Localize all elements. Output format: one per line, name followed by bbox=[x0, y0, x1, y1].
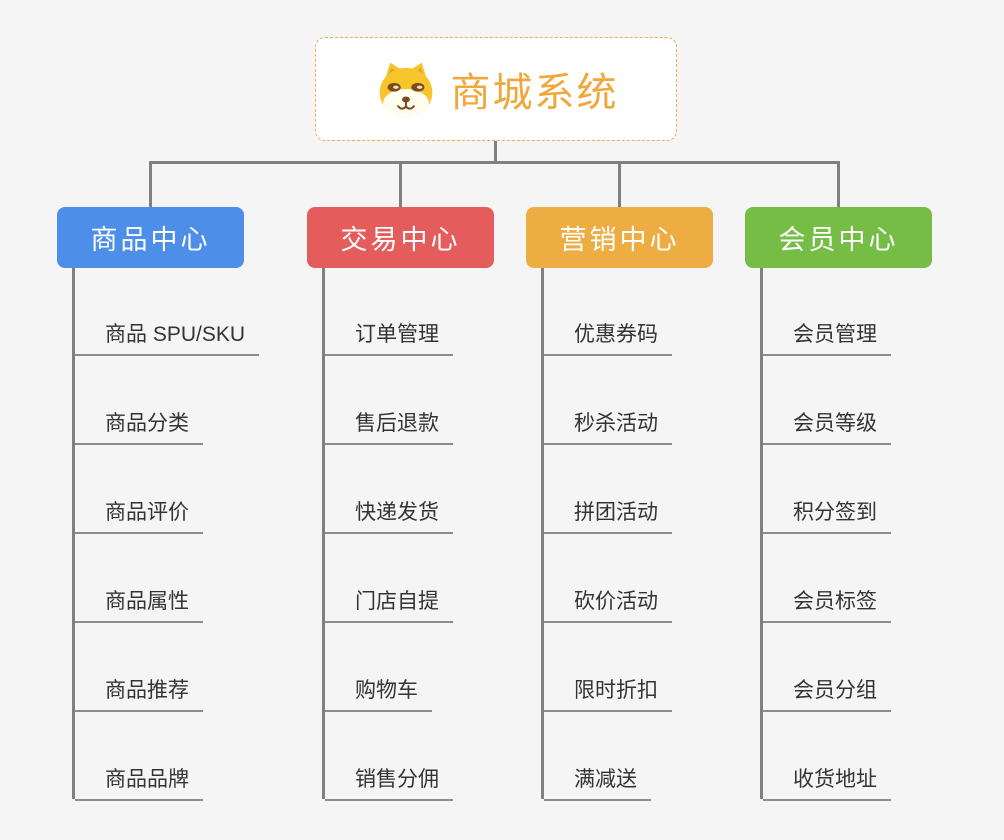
root-title: 商城系统 bbox=[450, 71, 619, 115]
leaf-row: 商品分类 bbox=[75, 354, 244, 445]
leaf-row: 销售分佣 bbox=[325, 710, 494, 801]
root-node[interactable]: 商城系统 bbox=[315, 37, 677, 141]
leaf-node[interactable]: 拼团活动 bbox=[544, 496, 672, 534]
leaf-node[interactable]: 商品品牌 bbox=[75, 763, 203, 801]
leaf-row: 商品品牌 bbox=[75, 710, 244, 801]
leaf-row: 砍价活动 bbox=[544, 532, 713, 623]
leaf-row: 商品评价 bbox=[75, 443, 244, 534]
leaf-node[interactable]: 销售分佣 bbox=[325, 763, 453, 801]
connector-drop-product bbox=[149, 161, 152, 207]
leaf-node[interactable]: 收货地址 bbox=[763, 763, 891, 801]
leaf-node[interactable]: 商品属性 bbox=[75, 585, 203, 623]
leaf-row: 门店自提 bbox=[325, 532, 494, 623]
leaf-row: 秒杀活动 bbox=[544, 354, 713, 445]
leaf-row: 收货地址 bbox=[763, 710, 932, 801]
leaf-row: 会员分组 bbox=[763, 621, 932, 712]
leaf-node[interactable]: 快递发货 bbox=[325, 496, 453, 534]
leaf-node[interactable]: 积分签到 bbox=[763, 496, 891, 534]
connector-root-trunk bbox=[494, 141, 497, 164]
leaf-node[interactable]: 门店自提 bbox=[325, 585, 453, 623]
branch-trade-center: 交易中心 订单管理 售后退款 快递发货 门店自提 购物车 销售分佣 bbox=[307, 207, 494, 801]
branch-node-member-center[interactable]: 会员中心 bbox=[745, 207, 932, 268]
leaf-node[interactable]: 商品推荐 bbox=[75, 674, 203, 712]
leaf-row: 积分签到 bbox=[763, 443, 932, 534]
connector-drop-member bbox=[837, 161, 840, 207]
leaf-node[interactable]: 限时折扣 bbox=[544, 674, 672, 712]
dog-icon bbox=[374, 60, 438, 118]
branch-member-center: 会员中心 会员管理 会员等级 积分签到 会员标签 会员分组 收货地址 bbox=[745, 207, 932, 801]
leaf-node[interactable]: 商品分类 bbox=[75, 407, 203, 445]
leaf-node[interactable]: 优惠券码 bbox=[544, 318, 672, 356]
branch-label: 会员中心 bbox=[778, 225, 899, 255]
branch-label: 营销中心 bbox=[559, 225, 680, 255]
leaf-row: 限时折扣 bbox=[544, 621, 713, 712]
branch-node-trade-center[interactable]: 交易中心 bbox=[307, 207, 494, 268]
branch-label: 交易中心 bbox=[340, 225, 461, 255]
leaf-node[interactable]: 秒杀活动 bbox=[544, 407, 672, 445]
leaf-node[interactable]: 满减送 bbox=[544, 763, 651, 801]
leaf-node[interactable]: 砍价活动 bbox=[544, 585, 672, 623]
leaf-row: 满减送 bbox=[544, 710, 713, 801]
leaf-row: 会员管理 bbox=[763, 268, 932, 356]
branch-children: 会员管理 会员等级 积分签到 会员标签 会员分组 收货地址 bbox=[760, 268, 932, 801]
leaf-row: 快递发货 bbox=[325, 443, 494, 534]
leaf-node[interactable]: 售后退款 bbox=[325, 407, 453, 445]
branch-node-product-center[interactable]: 商品中心 bbox=[57, 207, 244, 268]
leaf-node[interactable]: 商品评价 bbox=[75, 496, 203, 534]
leaf-row: 购物车 bbox=[325, 621, 494, 712]
branch-children: 订单管理 售后退款 快递发货 门店自提 购物车 销售分佣 bbox=[322, 268, 494, 801]
branch-label: 商品中心 bbox=[90, 225, 211, 255]
leaf-row: 商品 SPU/SKU bbox=[75, 268, 260, 356]
leaf-node[interactable]: 会员等级 bbox=[763, 407, 891, 445]
leaf-row: 优惠券码 bbox=[544, 268, 713, 356]
leaf-node[interactable]: 商品 SPU/SKU bbox=[75, 318, 260, 356]
connector-drop-trade bbox=[399, 161, 402, 207]
leaf-node[interactable]: 购物车 bbox=[325, 674, 432, 712]
branch-node-marketing-center[interactable]: 营销中心 bbox=[526, 207, 713, 268]
leaf-row: 商品属性 bbox=[75, 532, 244, 623]
leaf-node[interactable]: 订单管理 bbox=[325, 318, 453, 356]
leaf-node[interactable]: 会员分组 bbox=[763, 674, 891, 712]
leaf-row: 售后退款 bbox=[325, 354, 494, 445]
branch-children: 优惠券码 秒杀活动 拼团活动 砍价活动 限时折扣 满减送 bbox=[541, 268, 713, 801]
branch-marketing-center: 营销中心 优惠券码 秒杀活动 拼团活动 砍价活动 限时折扣 满减送 bbox=[526, 207, 713, 801]
connector-drop-marketing bbox=[618, 161, 621, 207]
branch-product-center: 商品中心 商品 SPU/SKU 商品分类 商品评价 商品属性 商品推荐 商品品牌 bbox=[57, 207, 260, 801]
leaf-row: 会员标签 bbox=[763, 532, 932, 623]
leaf-row: 订单管理 bbox=[325, 268, 494, 356]
leaf-node[interactable]: 会员标签 bbox=[763, 585, 891, 623]
leaf-node[interactable]: 会员管理 bbox=[763, 318, 891, 356]
branch-children: 商品 SPU/SKU 商品分类 商品评价 商品属性 商品推荐 商品品牌 bbox=[72, 268, 260, 801]
leaf-row: 商品推荐 bbox=[75, 621, 244, 712]
leaf-row: 会员等级 bbox=[763, 354, 932, 445]
leaf-row: 拼团活动 bbox=[544, 443, 713, 534]
connector-bus bbox=[149, 161, 840, 164]
